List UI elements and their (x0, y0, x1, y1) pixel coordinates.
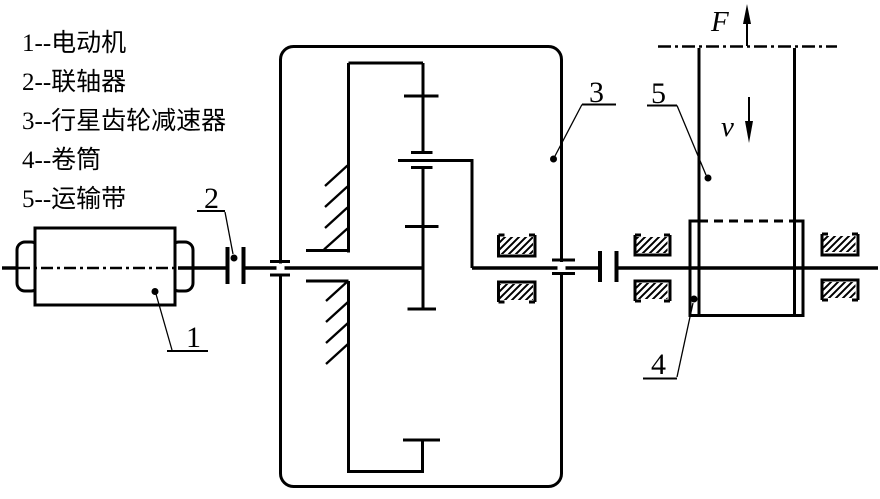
callout-dot (230, 254, 238, 262)
callout-dot (690, 295, 698, 303)
bearing-hatch (823, 282, 856, 298)
bearing-hatch (636, 283, 668, 299)
velocity-arrow-head (745, 121, 753, 143)
bearing-hatch (823, 236, 856, 252)
callout-leader (676, 302, 694, 378)
bearing-hatch (636, 237, 668, 253)
callout-leader (554, 104, 583, 157)
ring-gear-upper (306, 61, 423, 253)
motor (15, 226, 195, 307)
legend-item-reducer: 3--行星齿轮减速器 (22, 107, 226, 135)
velocity-label: v (721, 111, 734, 143)
callout-leader (676, 105, 707, 176)
ring-gear-upper-hatch (323, 164, 349, 251)
callout-coupling: 2 (197, 182, 238, 262)
callout-number: 4 (651, 348, 666, 381)
bearing-outline (820, 232, 860, 257)
legend-item-belt: 5--运输带 (22, 185, 126, 213)
coupling-2 (598, 251, 619, 282)
bearing-outline (633, 279, 672, 303)
callout-leader (155, 293, 173, 351)
force-label: F (710, 6, 729, 38)
callout-drum: 4 (643, 295, 698, 381)
callout-leader (224, 211, 234, 255)
ring-gear-lower (306, 279, 440, 473)
belt: F v (658, 4, 837, 316)
legend: 1--电动机 2--联轴器 3--行星齿轮减速器 4--卷筒 5--运输带 (22, 29, 226, 213)
callout-number: 5 (651, 77, 666, 110)
legend-item-motor: 1--电动机 (22, 29, 126, 57)
bearing-outline (633, 233, 672, 257)
callout-number: 3 (589, 76, 604, 109)
coupling-1 (225, 247, 246, 284)
planet-gear-train (398, 63, 474, 311)
bearing-outline (820, 278, 860, 302)
callout-reducer: 3 (550, 76, 616, 163)
callout-number: 2 (204, 182, 219, 215)
bearing-hatch (500, 237, 533, 254)
legend-item-coupling: 2--联轴器 (22, 68, 126, 96)
bearing-outline (497, 233, 537, 258)
drum (688, 219, 805, 317)
callouts: 1 2 3 4 5 (151, 76, 712, 381)
ring-gear-lower-hatch (325, 280, 349, 365)
left-wall-shaft-gap (276, 263, 285, 274)
left-wall-bearing (270, 260, 290, 277)
force-arrow-head (743, 4, 751, 24)
bearing-hatch (500, 284, 533, 300)
right-wall-shaft-gap (557, 262, 566, 272)
bearing-outline (497, 280, 537, 304)
callout-dot (550, 155, 557, 163)
callout-motor: 1 (151, 288, 208, 354)
drum-bearings (633, 232, 860, 303)
carrier-output-link (398, 159, 474, 268)
callout-dot (151, 288, 159, 295)
legend-item-drum: 4--卷筒 (22, 146, 101, 174)
right-wall-bearing (552, 258, 575, 275)
gearbox (270, 45, 575, 488)
callout-belt: 5 (647, 77, 712, 182)
callout-dot (704, 174, 712, 182)
gearbox-output-bearings (497, 233, 537, 304)
ring-gear-lower-wall (347, 281, 424, 473)
callout-number: 1 (186, 321, 201, 354)
